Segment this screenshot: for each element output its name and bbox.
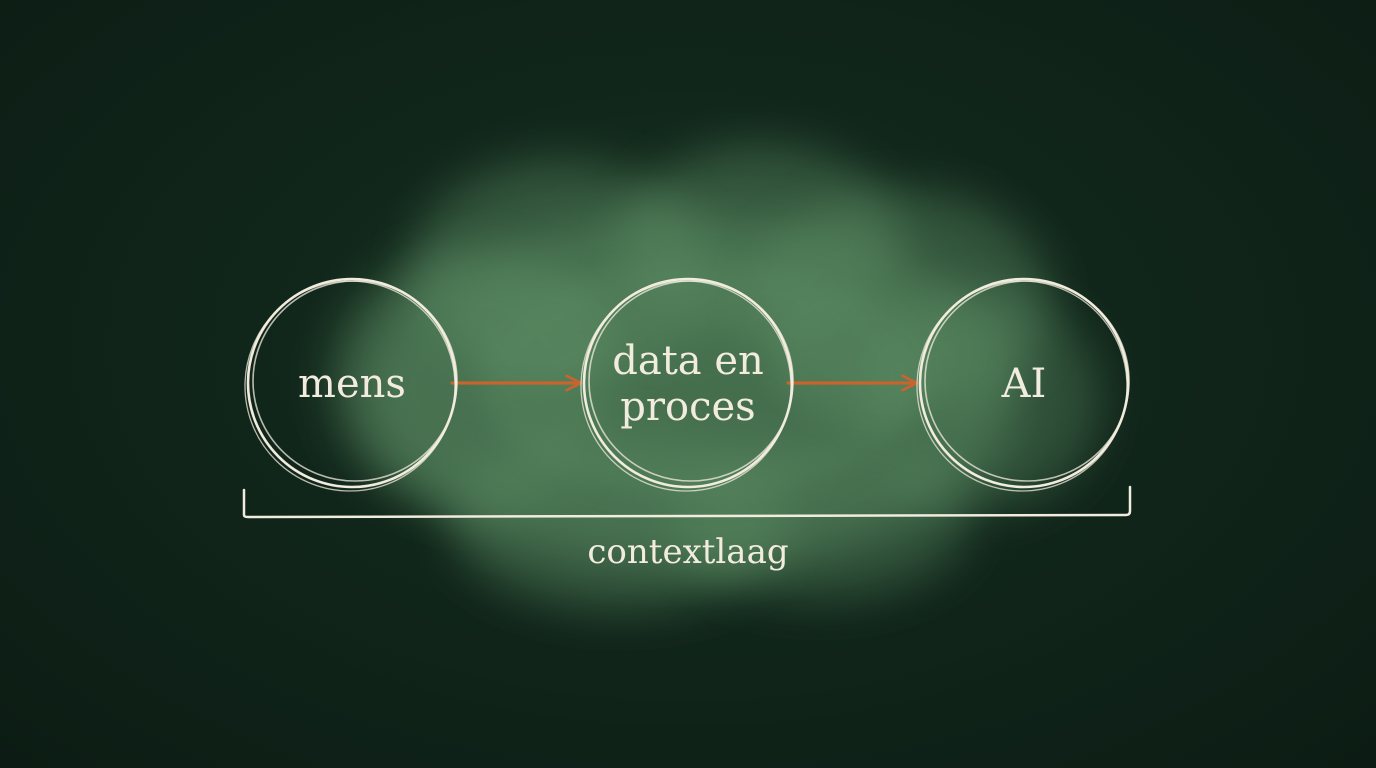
node-ai: AI (916, 277, 1130, 492)
node-label: mens (298, 361, 406, 407)
node-mens: mens (244, 277, 458, 492)
node-label: proces (620, 384, 755, 430)
cloud-background (330, 145, 1100, 610)
node-label: data en (612, 338, 764, 384)
node-outline (918, 277, 1130, 489)
cloud-blob (460, 270, 620, 390)
cloud-blob (770, 290, 950, 430)
context-bracket: contextlaag (242, 485, 1132, 572)
node-outline (246, 277, 458, 489)
node-outline (582, 277, 794, 489)
bracket-label: contextlaag (587, 532, 788, 572)
node-label: AI (1001, 361, 1047, 407)
bracket-line (242, 485, 1132, 519)
node-outline (244, 280, 456, 492)
node-outline (916, 280, 1128, 492)
node-outline (580, 280, 792, 492)
